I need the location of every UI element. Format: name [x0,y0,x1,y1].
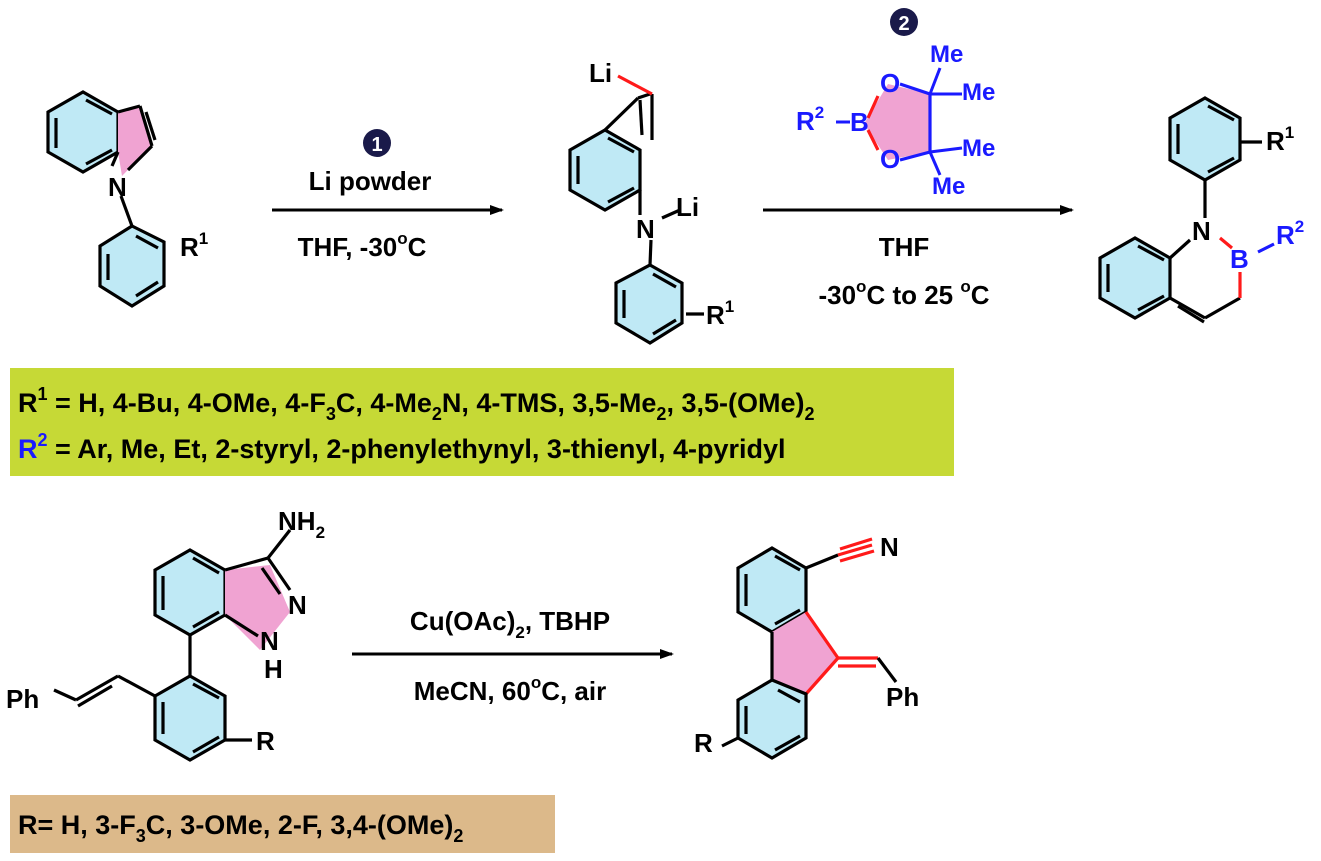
arrow1-top-text: Li powder [309,166,432,196]
step1-badge [363,129,391,157]
step2-badge [890,8,918,36]
r-substituent-list: R= H, 3-F3C, 3-OMe, 2-F, 3,4-(OMe)2 [18,810,463,846]
indole-r1-label: R1 [180,229,208,262]
indazole-h-label: H [264,654,283,684]
nh2-label: NH2 [278,506,325,542]
vinyl-li-label: Li [589,58,612,88]
indazole-n2-label: N [288,590,307,620]
product2-ph-label: Ph [886,682,919,712]
svg-text:2: 2 [898,13,909,35]
arrow3-bottom-text: MeCN, 60oC, air [414,673,606,706]
fluorene-nitrile-product [721,537,898,760]
arrow2-bottom-text: -30oC to 25 oC [818,277,989,310]
svg-text:1: 1 [371,134,382,156]
reagent-r2-label: R2 [796,103,824,136]
nitrile-n-label: N [880,532,899,562]
reagent-o-bottom: O [880,144,900,174]
arrow3-top-text: Cu(OAc)2, TBHP [410,606,610,642]
scheme1-substituent-box [10,368,954,476]
product2-r-label: R [694,728,713,758]
r2-substituent-list: R2 = Ar, Me, Et, 2-styryl, 2-phenylethyn… [18,430,785,464]
indole-starting-material [46,90,166,308]
reagent-me-4: Me [932,173,965,200]
aminoindazole-starting-material [53,529,292,762]
arrow1-bottom-text: THF, -30oC [298,229,427,262]
reagent-me-2: Me [962,79,995,106]
reagent-b-label: B [850,107,869,137]
product1-n-label: N [1192,216,1211,246]
indazole-n1-label: N [260,626,279,656]
reagent-o-top: O [880,68,900,98]
reagent-me-1: Me [930,41,963,68]
intermediate-r1-label: R1 [706,297,734,330]
sm-ph-label: Ph [6,684,39,714]
product1-r1-label: R1 [1266,123,1294,156]
indole-n-label: N [108,172,127,202]
pinacol-boronate-reagent [836,67,963,176]
amide-n-label: N [636,214,655,244]
product1-r2-label: R2 [1276,217,1304,250]
azaborine-product [1098,96,1275,324]
dilithio-intermediate [568,74,684,345]
sm-r-label: R [256,726,275,756]
scheme2-substituent-box [10,795,555,853]
arrow2-top-text: THF [879,232,930,262]
reagent-me-3: Me [962,135,995,162]
r1-substituent-list: R1 = H, 4-Bu, 4-OMe, 4-F3C, 4-Me2N, 4-TM… [18,384,814,424]
product1-b-label: B [1230,244,1249,274]
amide-li-label: Li [676,192,699,222]
